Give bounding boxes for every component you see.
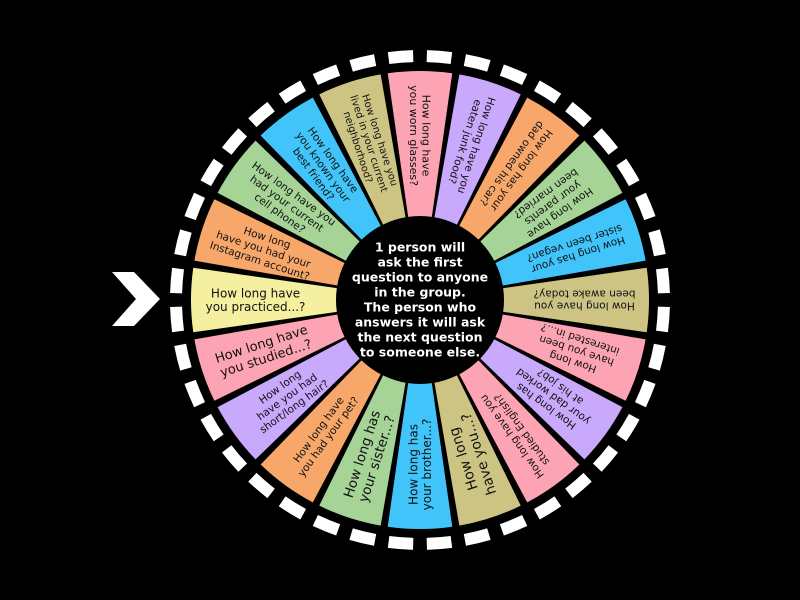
ring-dash (248, 101, 275, 128)
ring-dash (221, 445, 248, 472)
ring-dash (184, 192, 206, 221)
segment-background (194, 314, 345, 401)
segment-background (459, 360, 580, 503)
outer-dashed-ring (170, 50, 670, 550)
wheel-segment[interactable]: How long hasyour sister...? (319, 375, 406, 526)
segment-label: How long hasyour brother...? (406, 419, 434, 511)
ring-dash (463, 528, 491, 546)
ring-dash (648, 343, 666, 371)
wheel-segment[interactable]: How long hasyour brother...? (387, 383, 453, 529)
segment-background (319, 375, 406, 526)
segment-background (191, 267, 337, 333)
ring-dash (170, 267, 184, 294)
ring-dash (648, 229, 666, 257)
ring-dash (565, 101, 592, 128)
ring-dash (349, 528, 377, 546)
ring-dash (616, 413, 640, 442)
ring-dash (174, 343, 192, 371)
ring-dash (312, 64, 341, 86)
wheel-segment[interactable]: How long has yoursister been vegan? (495, 199, 646, 286)
ring-dash (634, 379, 656, 408)
segment-background (480, 140, 623, 261)
segment-background (217, 140, 360, 261)
ring-dash (463, 54, 491, 72)
segment-background (217, 339, 360, 460)
segment-background (387, 71, 453, 217)
ring-dash (656, 267, 670, 294)
center-hub (337, 217, 503, 383)
segment-background (319, 74, 406, 225)
ring-dash (184, 379, 206, 408)
ring-dash (278, 496, 307, 520)
segment-background (480, 339, 623, 460)
segment-background (260, 360, 381, 503)
ring-dash (565, 472, 592, 499)
wheel-segment[interactable]: How long have youeaten junk food? (434, 74, 521, 225)
segment-background (459, 97, 580, 240)
ring-dash (533, 80, 562, 104)
wheel-segment[interactable]: How long have youlived in your currentne… (319, 74, 406, 225)
wheel-segment[interactable]: How long have youbeen awake today? (503, 267, 649, 333)
wheel-segment[interactable]: How longhave you beeninterested in...? (495, 314, 646, 401)
ring-dash (170, 306, 184, 333)
ring-dash (592, 128, 619, 155)
ring-dash (278, 80, 307, 104)
segment-background (194, 199, 345, 286)
ring-dash (592, 445, 619, 472)
chevron-right-icon (112, 272, 160, 326)
ring-dash (656, 306, 670, 333)
ring-dash (499, 64, 528, 86)
ring-dash (221, 128, 248, 155)
segment-background (260, 97, 381, 240)
segment-label: How long have youbeen awake today? (534, 287, 636, 311)
ring-dash (200, 158, 224, 187)
ring-dash (387, 50, 414, 64)
segment-background (503, 267, 649, 333)
ring-dash (200, 413, 224, 442)
pointer-arrow (112, 272, 162, 326)
ring-dash (499, 514, 528, 536)
segment-background (434, 375, 521, 526)
wheel-segment[interactable]: How long haveyou studied...? (194, 314, 345, 401)
segment-background (495, 314, 646, 401)
segment-background (434, 74, 521, 225)
segment-background (495, 199, 646, 286)
segment-background (387, 383, 453, 529)
ring-dash (634, 192, 656, 221)
ring-dash (174, 229, 192, 257)
wheel-segment[interactable]: How longhave you...? (434, 375, 521, 526)
ring-dash (312, 514, 341, 536)
ring-dash (426, 50, 453, 64)
ring-dash (426, 536, 453, 550)
ring-dash (248, 472, 275, 499)
wheel-segment[interactable]: How long haveyou worn glasses? (387, 71, 453, 217)
ring-dash (349, 54, 377, 72)
ring-dash (533, 496, 562, 520)
ring-dash (616, 158, 640, 187)
ring-dash (387, 536, 414, 550)
segment-label: How long haveyou worn glasses? (407, 85, 433, 186)
